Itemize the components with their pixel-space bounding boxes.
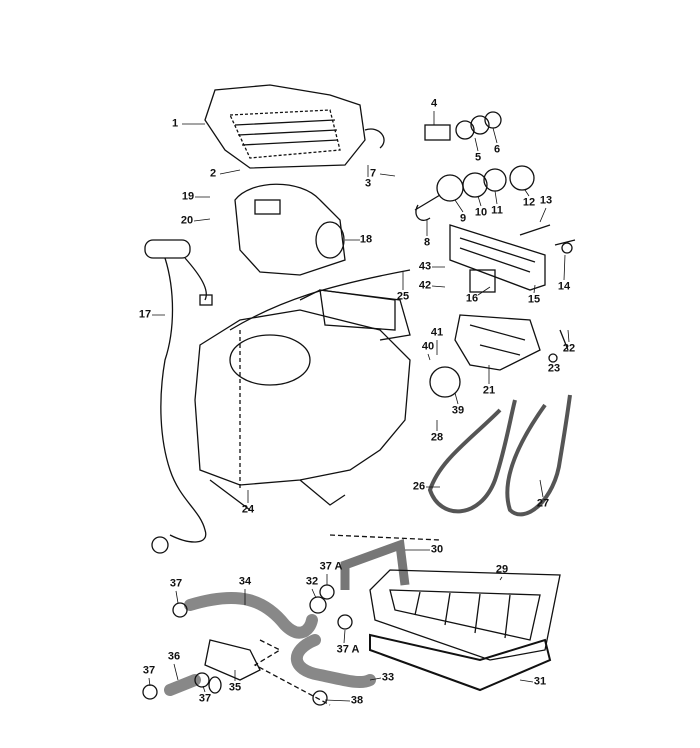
- valve: [204, 639, 261, 694]
- blower-motor: [234, 183, 346, 276]
- control-switches: [414, 111, 535, 221]
- callout-17: 17: [138, 308, 152, 321]
- callout-37: 37: [142, 664, 156, 677]
- bowden-cables: [427, 394, 572, 517]
- callout-19: 19: [181, 190, 195, 203]
- callout-32: 32: [305, 575, 319, 588]
- callout-33: 33: [381, 671, 395, 684]
- callout-38: 38: [350, 694, 364, 707]
- callout-43: 43: [418, 260, 432, 273]
- callout-13: 13: [539, 194, 553, 207]
- heater-box: [194, 289, 411, 511]
- callout-37a: 37 A: [336, 643, 360, 656]
- callout-27: 27: [536, 497, 550, 510]
- callout-11: 11: [491, 204, 503, 217]
- callout-36: 36: [167, 650, 181, 663]
- callout-7: 7: [369, 167, 377, 180]
- callout-28: 28: [430, 431, 444, 444]
- flap-mechanism: [454, 314, 569, 371]
- callout-37a: 37 A: [319, 560, 343, 573]
- hose-30: [340, 538, 410, 590]
- leader-lines: [148, 111, 570, 702]
- blower-cover: [204, 84, 385, 169]
- callout-29: 29: [495, 563, 509, 576]
- callout-41: 41: [430, 326, 444, 339]
- callout-20: 20: [180, 214, 194, 227]
- wiring-harness: [144, 239, 213, 554]
- callout-37: 37: [169, 577, 183, 590]
- callout-22: 22: [562, 342, 576, 355]
- callout-31: 31: [533, 675, 547, 688]
- callout-8: 8: [423, 236, 431, 249]
- callout-23: 23: [547, 362, 561, 375]
- callout-2: 2: [209, 167, 217, 180]
- hose-clamps: [142, 584, 353, 706]
- callout-30: 30: [430, 543, 444, 556]
- cable: [229, 269, 411, 331]
- callout-26: 26: [412, 480, 426, 493]
- callout-16: 16: [465, 292, 479, 305]
- callout-1: 1: [171, 117, 179, 130]
- callout-18: 18: [359, 233, 373, 246]
- dashed-link: [253, 639, 331, 706]
- callout-25: 25: [396, 290, 410, 303]
- control-panel: [449, 224, 576, 293]
- callout-10: 10: [474, 206, 488, 219]
- callout-34: 34: [238, 575, 252, 588]
- callout-5: 5: [474, 151, 482, 164]
- callout-40: 40: [421, 340, 435, 353]
- callout-35: 35: [228, 681, 242, 694]
- callout-39: 39: [451, 404, 465, 417]
- actuator: [429, 366, 461, 398]
- callout-14: 14: [557, 280, 571, 293]
- hoses: [164, 592, 376, 696]
- callout-4: 4: [430, 97, 438, 110]
- heat-exchanger: [369, 569, 561, 661]
- callout-6: 6: [493, 143, 501, 156]
- seal: [369, 633, 552, 692]
- callout-15: 15: [527, 293, 541, 306]
- callout-21: 21: [482, 384, 496, 397]
- callout-3: 3: [364, 177, 372, 190]
- callout-37: 37: [198, 692, 212, 705]
- callout-12: 12: [522, 196, 536, 209]
- callout-42: 42: [418, 279, 432, 292]
- callout-24: 24: [241, 503, 255, 516]
- cable-30: [329, 534, 441, 541]
- callout-9: 9: [459, 212, 467, 225]
